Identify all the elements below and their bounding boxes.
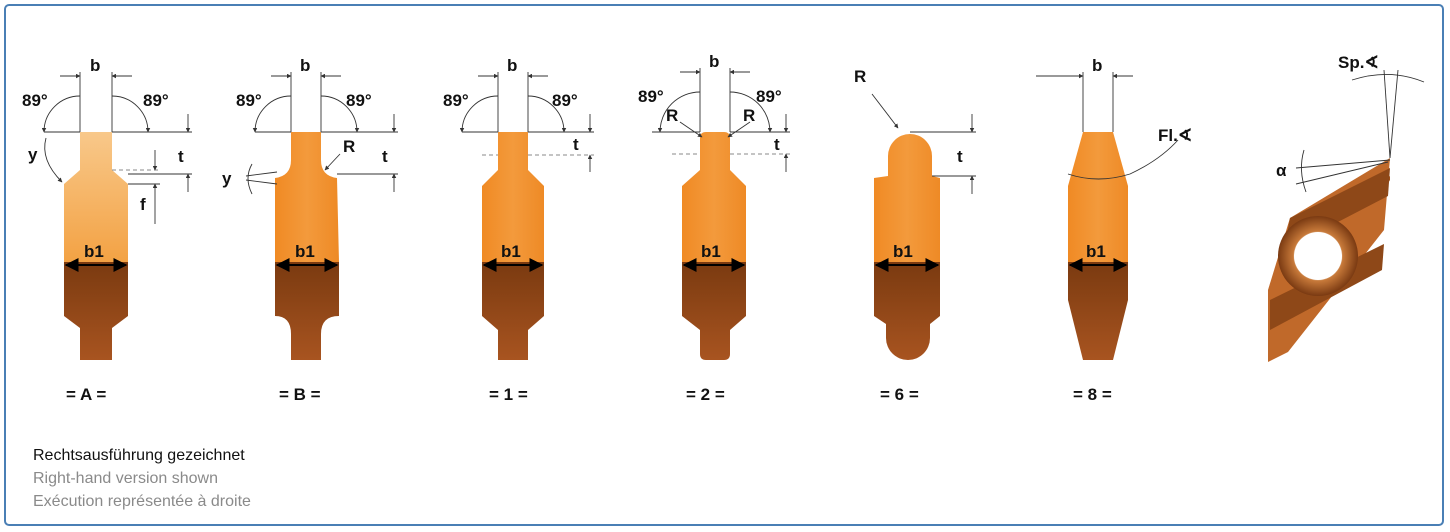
- variant-2-angle-right: 89°: [756, 87, 782, 106]
- variant-a-code: = A =: [66, 385, 106, 404]
- variant-1-body: [482, 132, 544, 262]
- variant-b-body: [275, 132, 339, 262]
- variant-8-shank: [1068, 262, 1128, 360]
- variant-b-y-label: y: [222, 169, 232, 188]
- variant-b-b1-label: b1: [295, 242, 315, 261]
- insert-perspective-view: Sp.∢ α: [1268, 53, 1425, 362]
- variant-6-t-label: t: [957, 147, 963, 166]
- variant-a: b 89° 89° y t f b1 = A =: [22, 56, 192, 404]
- variant-2-t-label: t: [774, 135, 780, 154]
- variant-a-shank: [64, 262, 128, 360]
- variant-8-body: [1068, 132, 1128, 262]
- variant-a-body: [64, 132, 128, 262]
- variant-2-b1-label: b1: [701, 242, 721, 261]
- variant-8: b Fl.∢ b1 = 8 =: [1036, 56, 1192, 404]
- variant-2-body: [682, 132, 746, 262]
- note-german: Rechtsausführung gezeichnet: [33, 447, 245, 464]
- variant-2-angle-left: 89°: [638, 87, 664, 106]
- variant-6-shank: [874, 262, 940, 360]
- variant-8-b1-label: b1: [1086, 242, 1106, 261]
- variant-1-shank: [482, 262, 544, 360]
- variant-b-code: = B =: [279, 385, 321, 404]
- variant-2: b 89° 89° R R t b1 = 2 =: [638, 52, 790, 404]
- variant-1-code: = 1 =: [489, 385, 528, 404]
- variant-2-r-right-label: R: [743, 106, 755, 125]
- variant-a-b-label: b: [90, 56, 100, 75]
- variant-1-angle-left: 89°: [443, 91, 469, 110]
- variant-6-r-label: R: [854, 67, 866, 86]
- insert-sp-angle-label: Sp.∢: [1338, 53, 1379, 72]
- variant-8-b-label: b: [1092, 56, 1102, 75]
- variant-b-r-label: R: [343, 137, 355, 156]
- variant-a-angle-left: 89°: [22, 91, 48, 110]
- variant-b-angle-right: 89°: [346, 91, 372, 110]
- variant-1-t-label: t: [573, 135, 579, 154]
- variant-b: b 89° 89° t R y b1 = B =: [222, 56, 398, 404]
- variant-6: R t b1 = 6 =: [854, 67, 976, 404]
- variant-1-angle-right: 89°: [552, 91, 578, 110]
- variant-b-angle-left: 89°: [236, 91, 262, 110]
- variant-a-t-label: t: [178, 147, 184, 166]
- variant-b-b-label: b: [300, 56, 310, 75]
- variant-1-b1-label: b1: [501, 242, 521, 261]
- variant-2-shank: [682, 262, 746, 360]
- variant-8-code: = 8 =: [1073, 385, 1112, 404]
- drawing-notes: Rechtsausführung gezeichnet Right-hand v…: [33, 444, 251, 513]
- variant-a-f-label: f: [140, 195, 146, 214]
- variant-1: b 89° 89° t b1 = 1 =: [443, 56, 594, 404]
- variant-a-angle-right: 89°: [143, 91, 169, 110]
- variant-2-r-left-label: R: [666, 106, 678, 125]
- insert-alpha-label: α: [1276, 161, 1287, 180]
- variant-1-b-label: b: [507, 56, 517, 75]
- variant-6-code: = 6 =: [880, 385, 919, 404]
- variant-b-shank: [275, 262, 339, 360]
- variant-a-y-label: y: [28, 145, 38, 164]
- insert-hole-inner: [1294, 232, 1342, 280]
- variant-a-b1-label: b1: [84, 242, 104, 261]
- note-french: Exécution représentée à droite: [33, 493, 251, 510]
- note-english: Right-hand version shown: [33, 470, 218, 487]
- variant-b-t-label: t: [382, 147, 388, 166]
- variant-8-fl-angle-label: Fl.∢: [1158, 126, 1192, 145]
- variant-2-code: = 2 =: [686, 385, 725, 404]
- variant-6-body: [874, 134, 940, 262]
- variant-6-b1-label: b1: [893, 242, 913, 261]
- variant-2-b-label: b: [709, 52, 719, 71]
